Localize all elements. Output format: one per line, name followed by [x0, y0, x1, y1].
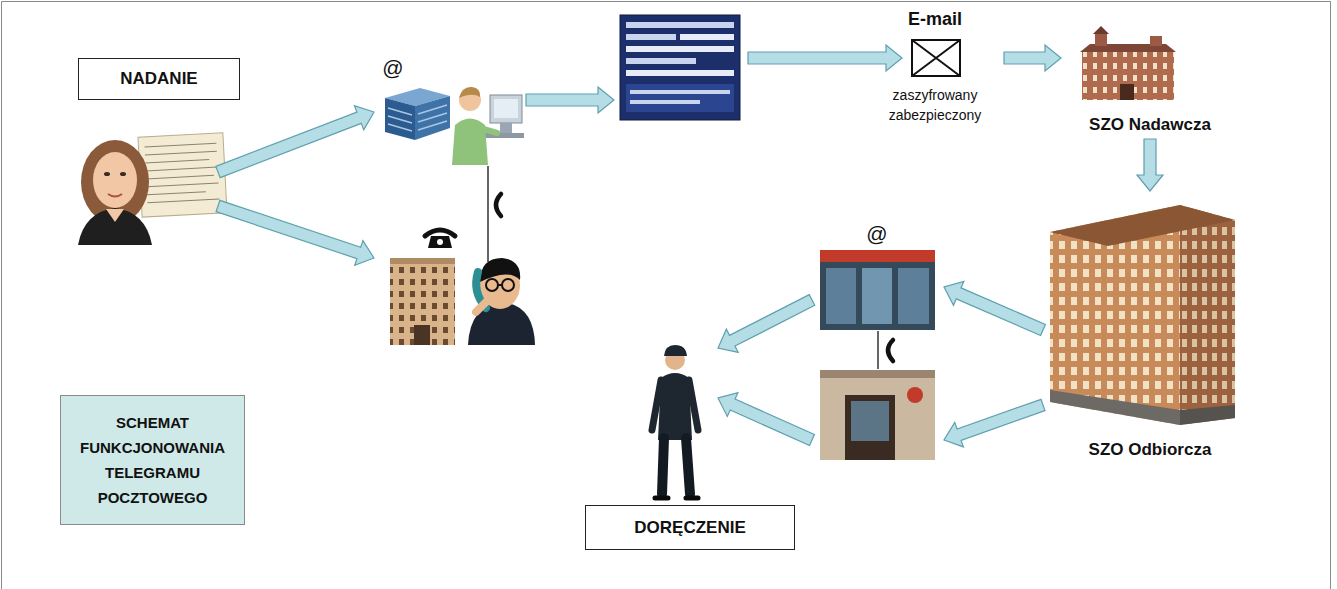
node-title: SCHEMAT FUNKCJONOWANIA TELEGRAMU POCZTOW…: [71, 410, 234, 510]
telephone-operator: [468, 258, 535, 345]
at-sign-label: @: [862, 222, 892, 246]
flow-arrow: [748, 45, 902, 71]
flow-arrow: [1004, 45, 1061, 71]
handset-symbol: [888, 340, 893, 361]
telegram-form: [138, 133, 227, 217]
sorting-office-building: [1050, 205, 1235, 425]
sender-portrait: [78, 140, 152, 245]
postman-figure: [652, 345, 698, 498]
node-title: SZO Nadawcza: [1089, 114, 1211, 135]
flow-arrow: [718, 295, 815, 353]
node-text: zaszyfrowany zabezpieczony: [870, 85, 1000, 125]
post-office-building: [390, 258, 455, 345]
post-office-building: [820, 370, 935, 460]
node-title: DORĘCZENIE: [634, 517, 745, 538]
sorting-office-node: SZO Odbiorcza: [1045, 195, 1255, 460]
operator-at-computer: [452, 87, 524, 165]
flow-arrow: [944, 399, 1045, 447]
node-title: NADANIE: [120, 68, 197, 89]
node-title: SZO Odbiorcza: [1089, 439, 1212, 460]
node-title: E-mail: [908, 8, 962, 31]
phone-line: [487, 166, 489, 262]
telephone-symbol: [425, 230, 455, 248]
sorting-office-building: [1080, 26, 1176, 100]
flow-arrow: [216, 200, 374, 265]
flow-arrow: [718, 393, 814, 446]
envelope-icon: [912, 40, 960, 76]
office-building: [385, 88, 450, 140]
sorting-office-node: SZO Nadawcza: [1065, 30, 1235, 135]
phone-line: [877, 331, 879, 369]
flow-arrow: [944, 281, 1045, 335]
title-box: SCHEMAT FUNKCJONOWANIA TELEGRAMU POCZTOW…: [60, 395, 245, 525]
flow-arrow: [526, 87, 614, 113]
flow-arrow: [1137, 139, 1163, 191]
email-node: E-mail zaszyfrowany zabezpieczony: [870, 8, 1000, 130]
flow-arrow: [216, 106, 374, 178]
screen-form: [620, 15, 740, 120]
at-sign-label: @: [378, 56, 408, 80]
stage-box: NADANIE: [78, 58, 240, 100]
stage-box: DORĘCZENIE: [585, 505, 795, 550]
handset-symbol: [496, 194, 501, 216]
post-office-storefront: [820, 250, 935, 330]
